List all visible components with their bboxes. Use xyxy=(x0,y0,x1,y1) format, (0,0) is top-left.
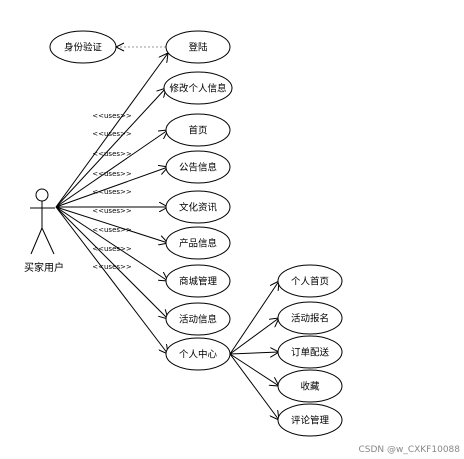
use-case-label: 个人中心 xyxy=(179,349,218,361)
actor-left-leg xyxy=(30,227,43,255)
sub-use-case-personal-home[interactable]: 个人首页 xyxy=(277,264,343,298)
actor-label: 买家用户 xyxy=(24,261,64,274)
sub-use-case-ellipse xyxy=(277,264,343,298)
sub-association-line xyxy=(229,318,279,355)
uses-label: <<uses>> xyxy=(92,245,132,253)
use-case-ellipse xyxy=(165,264,231,298)
sub-association-line xyxy=(229,281,279,355)
sub-use-case-label: 评论管理 xyxy=(291,415,330,427)
use-case-edit-profile[interactable]: 修改个人信息 xyxy=(163,71,233,105)
use-case-activity[interactable]: 活动信息 xyxy=(165,302,231,336)
use-case-label: 身份验证 xyxy=(64,42,103,54)
sub-association-line xyxy=(229,353,279,420)
use-case-label: 首页 xyxy=(188,125,207,137)
use-case-home[interactable]: 首页 xyxy=(165,113,231,147)
uses-label: <<uses>> xyxy=(92,112,132,120)
sub-use-case-ellipse xyxy=(277,335,343,369)
use-case-notice[interactable]: 公告信息 xyxy=(165,150,231,184)
uses-label: <<uses>> xyxy=(92,226,132,234)
use-case-product[interactable]: 产品信息 xyxy=(165,226,231,260)
actor-associations xyxy=(55,53,168,354)
sub-use-case-order-delivery[interactable]: 订单配送 xyxy=(277,335,343,369)
sub-use-case-favorites[interactable]: 收藏 xyxy=(277,369,343,403)
use-case-ellipse xyxy=(165,190,231,224)
use-case-ellipse xyxy=(163,71,233,105)
use-case-ellipse xyxy=(165,226,231,260)
sub-use-case-ellipse xyxy=(277,369,343,403)
use-case-mall[interactable]: 商城管理 xyxy=(165,264,231,298)
association-line xyxy=(55,130,168,208)
use-case-label: 公告信息 xyxy=(179,162,217,174)
use-case-ellipse xyxy=(165,150,231,184)
uses-label: <<uses>> xyxy=(92,150,132,158)
sub-use-case-label: 订单配送 xyxy=(291,347,330,359)
sub-use-case-activity-signup[interactable]: 活动报名 xyxy=(277,301,343,335)
use-case-label: 文化资讯 xyxy=(179,202,218,214)
sub-use-case-label: 活动报名 xyxy=(291,313,329,325)
sub-use-case-label: 个人首页 xyxy=(291,276,329,288)
association-line xyxy=(55,206,168,319)
watermark-text: CSDN @w_CXKF10088 xyxy=(358,445,460,455)
use-case-personal-center[interactable]: 个人中心 xyxy=(165,337,231,371)
uses-label: <<uses>> xyxy=(92,263,132,271)
use-case-culture[interactable]: 文化资讯 xyxy=(165,190,231,224)
use-case-identity-check[interactable]: 身份验证 xyxy=(49,30,117,64)
use-case-login[interactable]: 登陆 xyxy=(165,30,231,64)
uses-label: <<uses>> xyxy=(92,207,132,215)
actor-head xyxy=(35,188,49,202)
use-case-ellipse xyxy=(165,113,231,147)
actor-right-leg xyxy=(41,227,55,255)
actor-figure[interactable]: 买家用户 xyxy=(24,188,64,274)
association-line xyxy=(55,206,168,281)
use-case-label: 产品信息 xyxy=(179,238,217,250)
uses-label: <<uses>> xyxy=(92,188,132,196)
personal-center-associations xyxy=(229,281,279,420)
sub-use-case-comment-manage[interactable]: 评论管理 xyxy=(277,403,343,437)
uses-label: <<uses>> xyxy=(92,170,132,178)
uses-label: <<uses>> xyxy=(92,130,132,138)
sub-association-line xyxy=(229,353,279,386)
use-case-label: 修改个人信息 xyxy=(169,83,226,95)
association-line xyxy=(55,206,168,243)
sub-use-case-ellipse xyxy=(277,301,343,335)
sub-association-line xyxy=(229,352,279,354)
association-line xyxy=(55,88,166,208)
sub-use-case-ellipse xyxy=(277,403,343,437)
use-case-ellipse xyxy=(165,337,231,371)
association-line xyxy=(55,167,168,208)
sub-use-case-label: 收藏 xyxy=(300,381,320,393)
use-case-label: 商城管理 xyxy=(179,276,218,288)
use-case-ellipse xyxy=(165,30,231,64)
use-case-ellipse xyxy=(165,302,231,336)
association-line xyxy=(55,53,168,208)
use-case-label: 活动信息 xyxy=(179,314,217,326)
association-line xyxy=(55,206,168,354)
uses-labels: <<uses>> <<uses>> <<uses>> <<uses>> <<uses>>… xyxy=(92,112,132,271)
use-case-label: 登陆 xyxy=(188,42,208,54)
